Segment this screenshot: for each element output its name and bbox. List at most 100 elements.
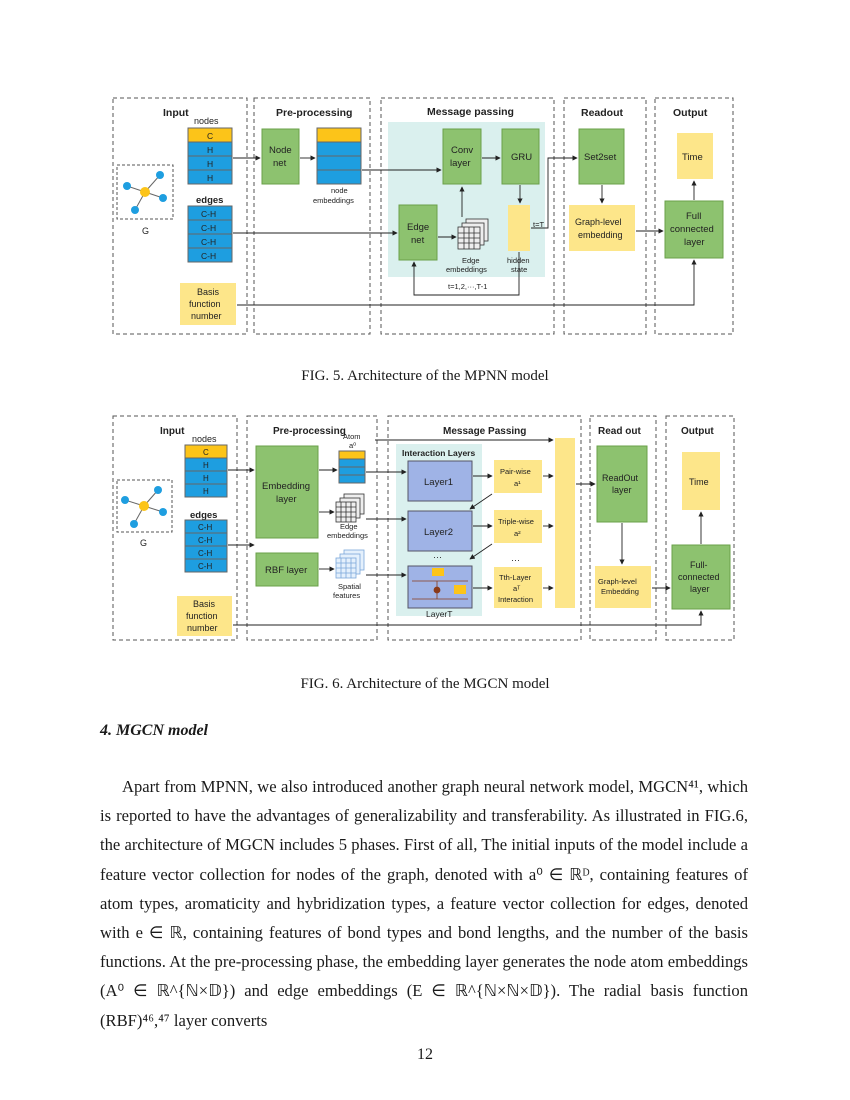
nodes-label: nodes xyxy=(192,434,217,444)
message-passing-panel xyxy=(380,97,555,335)
embedding-line-1: Embedding xyxy=(262,481,310,492)
node-net-line-2: net xyxy=(273,158,287,169)
spatial-features-cube-icon xyxy=(335,549,365,579)
edge-emb-line-1: Edge xyxy=(462,256,480,265)
edge-net-line-1: Edge xyxy=(407,222,429,233)
graph-level-box xyxy=(595,566,651,608)
fc-line-3: layer xyxy=(690,584,710,594)
time-box xyxy=(682,452,720,510)
gru-label: GRU xyxy=(511,152,532,163)
readout-title: Readout xyxy=(581,107,624,119)
output-title: Output xyxy=(681,426,714,437)
edge-row-3: C-H xyxy=(198,549,212,558)
layerT-diagram-icon xyxy=(412,568,468,600)
pairwise-line-2: a¹ xyxy=(514,479,521,488)
figure-6-mgcn: Input Pre-processing Message Passing Rea… xyxy=(112,415,735,641)
message-passing-panel xyxy=(387,415,582,641)
edges-label: edges xyxy=(190,510,217,521)
triplewise-line-2: a² xyxy=(514,529,521,538)
gru-box xyxy=(501,128,540,185)
basis-function-box xyxy=(177,596,232,636)
atom-line-2: a⁰ xyxy=(349,441,356,450)
time-label: Time xyxy=(682,152,703,163)
node-row-c: C xyxy=(203,448,209,457)
fc-line-3: layer xyxy=(684,237,705,248)
readout-line-1: ReadOut xyxy=(602,473,639,483)
input-title: Input xyxy=(160,426,185,437)
conv-line-2: layer xyxy=(450,158,471,169)
figure-6-caption: FIG. 6. Architecture of the MGCN model xyxy=(300,676,550,692)
fc-line-1: Full xyxy=(686,211,701,222)
edge-embedding-cube-icon xyxy=(457,218,489,250)
basis-line-3: number xyxy=(191,311,222,321)
tth-layer-box xyxy=(494,567,542,608)
edges-label: edges xyxy=(196,195,223,206)
edge-embedding-cube-icon xyxy=(335,493,365,523)
preprocessing-panel xyxy=(246,415,378,641)
interaction-layers-title: Interaction Layers xyxy=(402,448,475,458)
set2set-label: Set2set xyxy=(584,152,617,163)
edge-row-4: C-H xyxy=(201,251,216,261)
spatial-line-2: features xyxy=(333,591,360,600)
edge-row-2: C-H xyxy=(201,223,216,233)
input-panel xyxy=(112,97,248,335)
graph-level-box xyxy=(569,205,635,251)
edge-row-2: C-H xyxy=(198,536,212,545)
edge-emb-line-2: embeddings xyxy=(446,265,487,274)
readout-layer-box xyxy=(596,445,648,523)
message-passing-title: Message Passing xyxy=(443,426,526,437)
node-net-box xyxy=(261,128,300,185)
graph-level-line-2: Embedding xyxy=(601,587,639,596)
node-row-h1: H xyxy=(207,145,213,155)
section-heading: 4. MGCN model xyxy=(100,722,208,739)
readout-line-2: layer xyxy=(612,485,632,495)
time-box xyxy=(677,133,713,179)
edge-row-1: C-H xyxy=(201,209,216,219)
full-connected-box xyxy=(671,544,731,610)
tth-line-1: Tth-Layer xyxy=(499,573,532,582)
edge-row-3: C-H xyxy=(201,237,216,247)
interaction-dots: ··· xyxy=(511,555,520,565)
pairwise-box xyxy=(494,460,542,493)
figure-5-mpnn: Input Pre-processing Message passing Rea… xyxy=(112,97,734,335)
full-connected-box xyxy=(664,200,724,259)
tth-line-2: aᵀ xyxy=(513,584,521,593)
input-panel xyxy=(112,415,238,641)
basis-line-3: number xyxy=(187,623,218,633)
edge-net-line-2: net xyxy=(411,235,425,246)
graph-level-line-2: embedding xyxy=(578,230,623,240)
layer2-label: Layer2 xyxy=(424,527,453,538)
edge-emb-line-1: Edge xyxy=(340,522,358,531)
triplewise-line-1: Triple-wise xyxy=(498,517,534,526)
rbf-label: RBF layer xyxy=(265,565,307,576)
readout-panel xyxy=(563,97,647,335)
layerT-label: LayerT xyxy=(426,609,452,619)
output-title: Output xyxy=(673,107,708,119)
edge-row-1: C-H xyxy=(198,523,212,532)
readout-title: Read out xyxy=(598,426,641,437)
preprocessing-panel xyxy=(253,97,371,335)
layer1-box xyxy=(407,460,473,502)
basis-function-box xyxy=(180,283,236,325)
t-equals-T-label: t=T xyxy=(533,220,544,229)
edge-emb-line-2: embeddings xyxy=(327,531,368,540)
output-panel xyxy=(665,415,735,641)
triplewise-box xyxy=(494,510,542,543)
node-embeddings-line-2: embeddings xyxy=(313,196,354,205)
preprocessing-title: Pre-processing xyxy=(276,107,352,119)
hidden-line-1: hidden xyxy=(507,256,530,265)
page-number: 12 xyxy=(417,1046,433,1063)
edge-row-4: C-H xyxy=(198,562,212,571)
rbf-layer-box xyxy=(255,552,319,587)
output-panel xyxy=(654,97,734,335)
nodes-label: nodes xyxy=(194,116,219,126)
graph-level-line-1: Graph-level xyxy=(575,217,622,227)
basis-line-2: function xyxy=(189,299,221,309)
atom-line-1: Atom xyxy=(343,432,361,441)
input-title: Input xyxy=(163,107,189,119)
conv-line-1: Conv xyxy=(451,145,473,156)
set2set-box xyxy=(578,128,625,185)
fc-line-1: Full- xyxy=(690,560,708,570)
loop-label: t=1,2,···,T-1 xyxy=(448,282,487,291)
embedding-layer-box xyxy=(255,445,319,539)
